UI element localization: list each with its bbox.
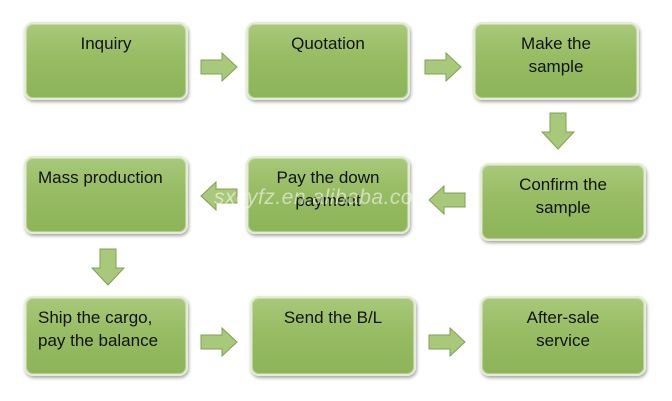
arrow-down-icon [541, 112, 575, 150]
step-ship-cargo-line1: Ship the cargo, [38, 308, 153, 327]
step-confirm-sample: Confirm the sample [480, 163, 646, 241]
step-after-sale-line1: After-sale [526, 308, 600, 327]
arrow-right-1 [200, 52, 238, 82]
step-down-payment-line1: Pay the down [276, 168, 380, 187]
step-mass-production: Mass production [24, 156, 188, 234]
step-ship-cargo-line2: pay the balance [38, 331, 159, 350]
arrow-down-icon [91, 248, 125, 286]
step-down-payment-line2: payment [295, 191, 361, 210]
step-send-bl-label: Send the B/L [283, 308, 383, 327]
step-inquiry: Inquiry [24, 22, 188, 100]
arrow-down-1 [541, 112, 575, 150]
step-make-sample: Make the sample [473, 22, 639, 100]
step-mass-production-label: Mass production [38, 168, 163, 187]
step-confirm-sample-line2: sample [535, 198, 591, 217]
step-send-bl: Send the B/L [250, 296, 416, 376]
arrow-right-icon [428, 327, 466, 357]
arrow-right-2 [424, 52, 462, 82]
arrow-left-2 [200, 181, 238, 211]
arrow-right-icon [200, 52, 238, 82]
arrow-right-4 [428, 327, 466, 357]
step-inquiry-label: Inquiry [80, 34, 132, 53]
step-after-sale: After-sale service [480, 296, 646, 376]
step-make-sample-line1: Make the [521, 34, 591, 53]
arrow-left-1 [428, 185, 466, 215]
step-quotation: Quotation [246, 22, 410, 100]
step-ship-cargo: Ship the cargo, pay the balance [24, 296, 188, 376]
watermark-text: sxcyfz.en.alibaba.com [214, 186, 432, 209]
step-down-payment: Pay the down payment [246, 156, 410, 234]
arrow-left-icon [200, 181, 238, 211]
step-after-sale-line2: service [536, 331, 590, 350]
step-quotation-label: Quotation [291, 34, 365, 53]
arrow-down-2 [91, 248, 125, 286]
step-make-sample-line2: sample [528, 57, 584, 76]
step-confirm-sample-line1: Confirm the [519, 175, 607, 194]
arrow-right-3 [200, 327, 238, 357]
arrow-left-icon [428, 185, 466, 215]
arrow-right-icon [424, 52, 462, 82]
arrow-right-icon [200, 327, 238, 357]
